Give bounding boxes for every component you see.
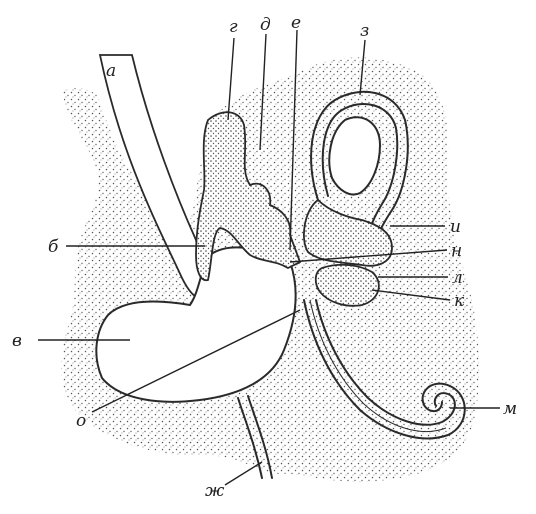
label-b: б bbox=[48, 237, 59, 257]
cochlear-duct-inner bbox=[315, 299, 456, 426]
label-l: л bbox=[452, 268, 463, 288]
leader-o bbox=[91, 309, 301, 413]
label-zh: ж bbox=[205, 481, 225, 501]
saccule-body bbox=[314, 263, 380, 307]
label-i: и bbox=[450, 217, 461, 237]
leader-zh bbox=[224, 461, 263, 486]
label-a: а bbox=[106, 61, 116, 81]
label-v: в bbox=[12, 331, 22, 351]
outer-canal bbox=[98, 54, 207, 301]
saccular-cavity bbox=[95, 246, 297, 403]
leader-e bbox=[289, 29, 298, 251]
leader-z bbox=[359, 39, 366, 96]
label-d: д bbox=[260, 15, 271, 35]
leader-d bbox=[259, 33, 267, 151]
label-e: е bbox=[291, 13, 301, 33]
label-z: з bbox=[360, 21, 369, 41]
label-o: о bbox=[76, 411, 86, 431]
upper-duct bbox=[195, 111, 302, 282]
leader-g bbox=[227, 37, 235, 121]
endolymphatic-duct bbox=[237, 395, 273, 479]
label-k: к bbox=[454, 291, 465, 311]
cochlear-duct-outer bbox=[303, 299, 466, 440]
label-m: м bbox=[503, 399, 517, 419]
label-n: н bbox=[451, 241, 462, 261]
semicircular-duct-outer bbox=[310, 90, 409, 256]
utricle-cavity bbox=[328, 116, 382, 196]
utricle-body bbox=[303, 198, 393, 267]
leader-n bbox=[289, 249, 448, 263]
label-g: г bbox=[229, 17, 238, 37]
leader-k bbox=[371, 289, 451, 301]
cochlear-duct-mid bbox=[309, 299, 447, 432]
semicircular-duct-inner bbox=[321, 103, 399, 256]
